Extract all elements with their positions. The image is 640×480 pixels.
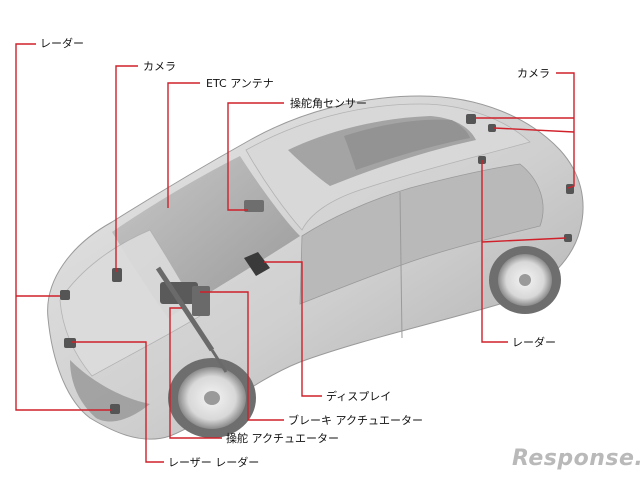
front-left-radar	[60, 290, 70, 300]
label-brake-actuator: ブレーキ アクチュエーター	[288, 414, 423, 427]
label-camera-front: カメラ	[143, 60, 176, 73]
front-right-radar	[110, 404, 120, 414]
front-camera	[112, 268, 122, 282]
label-steering-actuator: 操舵 アクチュエーター	[226, 432, 339, 445]
watermark-logo: Response.	[512, 446, 640, 471]
label-etc-antenna: ETC アンテナ	[206, 77, 274, 90]
label-radar-right: レーダー	[512, 336, 556, 349]
label-radar-left: レーダー	[40, 37, 84, 50]
label-camera-rear: カメラ	[517, 67, 550, 80]
rear-camera-top	[466, 114, 476, 124]
label-steering-sensor: 操舵角センサー	[290, 97, 367, 110]
laser-radar-unit	[64, 338, 76, 348]
label-display: ディスプレイ	[326, 390, 391, 403]
label-laser-radar: レーザー レーダー	[168, 456, 259, 469]
rear-camera-side	[566, 184, 574, 194]
